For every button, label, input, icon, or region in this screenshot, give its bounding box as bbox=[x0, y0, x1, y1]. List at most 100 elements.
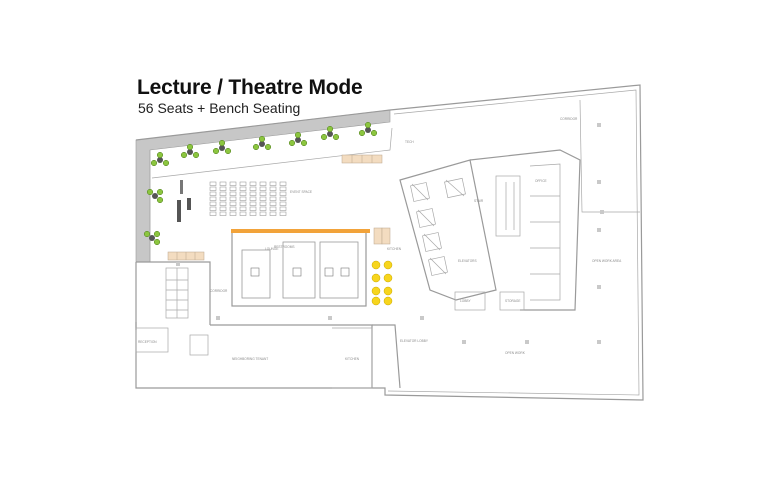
theatre-seat bbox=[219, 211, 227, 216]
theatre-seat bbox=[229, 201, 237, 206]
theatre-seat bbox=[249, 181, 257, 186]
chair bbox=[358, 129, 366, 137]
label-lobby: LOBBY bbox=[460, 299, 472, 303]
chair bbox=[212, 147, 220, 155]
chair bbox=[186, 143, 194, 151]
chair bbox=[224, 147, 232, 155]
stool bbox=[383, 273, 393, 283]
table-chairs bbox=[143, 121, 378, 246]
chair bbox=[364, 121, 372, 129]
theatre-seat bbox=[219, 196, 227, 201]
label-event-space: EVENT SPACE bbox=[290, 190, 312, 194]
theatre-seat bbox=[259, 186, 267, 191]
chair bbox=[150, 159, 158, 167]
table bbox=[259, 141, 265, 147]
theatre-seat bbox=[239, 191, 247, 196]
label-elevators: ELEVATORS bbox=[458, 259, 477, 263]
label-stair: STAIR bbox=[474, 199, 484, 203]
theatre-seat bbox=[219, 201, 227, 206]
table bbox=[152, 193, 158, 199]
label-restrooms: RESTROOMS bbox=[274, 245, 295, 249]
theatre-seat bbox=[269, 211, 277, 216]
theatre-seat bbox=[269, 206, 277, 211]
chair bbox=[320, 133, 328, 141]
theatre-seat bbox=[229, 206, 237, 211]
theatre-seat bbox=[249, 206, 257, 211]
restroom-core: RESTROOMS bbox=[231, 231, 367, 307]
theatre-seat bbox=[249, 186, 257, 191]
theatre-seat bbox=[229, 196, 237, 201]
table bbox=[157, 157, 163, 163]
theatre-seat bbox=[239, 206, 247, 211]
theatre-seat bbox=[209, 206, 217, 211]
theatre-seat bbox=[249, 196, 257, 201]
label-office: OFFICE bbox=[535, 179, 547, 183]
label-corridor-left: CORRIDOR bbox=[210, 289, 228, 293]
label-kitchen: KITCHEN bbox=[345, 357, 360, 361]
theatre-seat bbox=[209, 211, 217, 216]
theatre-seat bbox=[229, 211, 237, 216]
chair bbox=[264, 143, 272, 151]
theatre-seat bbox=[209, 201, 217, 206]
theatre-seat bbox=[279, 186, 287, 191]
table-group bbox=[146, 188, 164, 204]
theatre-seat bbox=[209, 181, 217, 186]
chair bbox=[180, 151, 188, 159]
chair bbox=[252, 143, 260, 151]
theatre-seat bbox=[239, 181, 247, 186]
chair bbox=[300, 139, 308, 147]
theatre-seats bbox=[209, 181, 287, 216]
stool bbox=[383, 260, 393, 270]
theatre-seat bbox=[279, 181, 287, 186]
event-room-wall bbox=[135, 109, 391, 263]
theatre-seat bbox=[259, 196, 267, 201]
chair bbox=[294, 131, 302, 139]
page-title: Lecture / Theatre Mode bbox=[137, 76, 363, 99]
chair bbox=[143, 230, 151, 238]
chair bbox=[332, 133, 340, 141]
table-group bbox=[212, 139, 232, 155]
theatre-seat bbox=[239, 196, 247, 201]
label-elev-lobby: ELEVATOR LOBBY bbox=[400, 339, 429, 343]
page-subtitle: 56 Seats + Bench Seating bbox=[138, 100, 301, 116]
theatre-seat bbox=[219, 191, 227, 196]
chair bbox=[146, 188, 154, 196]
side-tables bbox=[177, 180, 191, 222]
label-open-work: OPEN WORK bbox=[505, 351, 526, 355]
stool bbox=[371, 286, 381, 296]
stool bbox=[383, 296, 393, 306]
theatre-seat bbox=[259, 181, 267, 186]
chair bbox=[218, 139, 226, 147]
stool bbox=[371, 260, 381, 270]
theatre-seat bbox=[259, 201, 267, 206]
table-group bbox=[358, 121, 378, 137]
table bbox=[149, 235, 155, 241]
label-lounge: LOUNGE bbox=[265, 247, 278, 251]
elevator-core: ELEVATORS STAIR bbox=[399, 159, 497, 301]
theatre-seat bbox=[259, 211, 267, 216]
building-outline bbox=[135, 84, 644, 401]
theatre-seat bbox=[239, 186, 247, 191]
table bbox=[295, 137, 301, 143]
table bbox=[365, 127, 371, 133]
chair bbox=[153, 230, 161, 238]
table bbox=[327, 131, 333, 137]
theatre-seat bbox=[229, 191, 237, 196]
chair bbox=[156, 151, 164, 159]
chair bbox=[162, 159, 170, 167]
theatre-seat bbox=[229, 186, 237, 191]
theatre-seat bbox=[219, 206, 227, 211]
chair bbox=[192, 151, 200, 159]
theatre-seat bbox=[249, 211, 257, 216]
stair-block bbox=[135, 261, 211, 330]
counters bbox=[167, 154, 391, 261]
yellow-stools bbox=[371, 260, 393, 306]
theatre-seat bbox=[269, 181, 277, 186]
label-kitchen-2: KITCHEN bbox=[387, 247, 402, 251]
columns bbox=[176, 123, 604, 344]
chair bbox=[326, 125, 334, 133]
offices: OFFICE STORAGE LOBBY bbox=[454, 149, 581, 311]
theatre-seat bbox=[209, 186, 217, 191]
stool bbox=[383, 286, 393, 296]
